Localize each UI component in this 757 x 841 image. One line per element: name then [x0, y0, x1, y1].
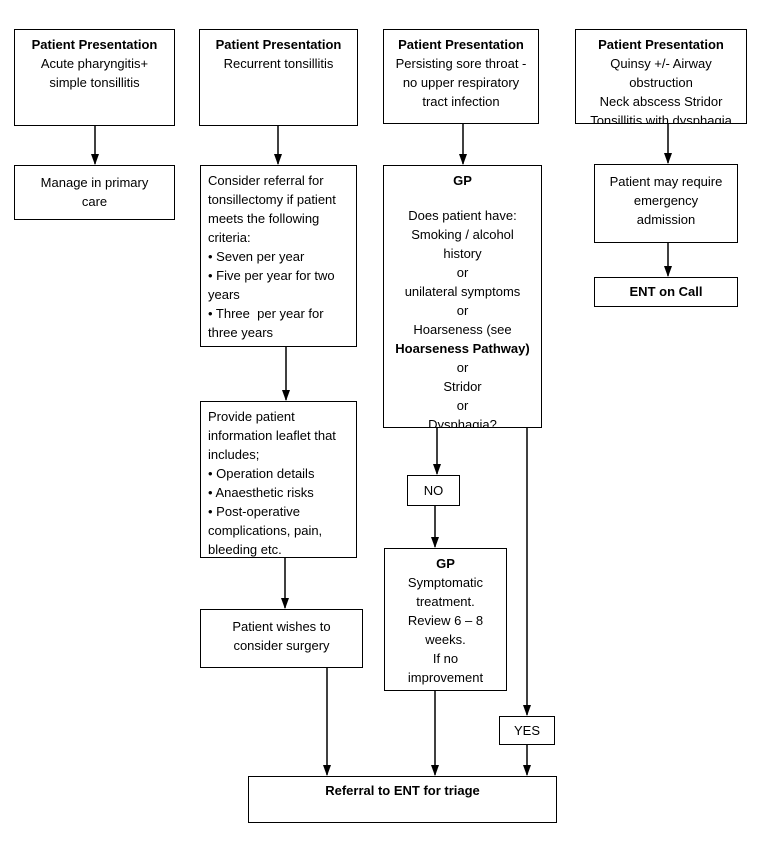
node-text-line: unilateral symptoms	[404, 284, 521, 299]
node-text-line: emergency	[633, 193, 699, 208]
node-text-line: Review 6 – 8	[407, 613, 484, 628]
node-text-line: Patient wishes to	[232, 619, 331, 634]
node-text-line: information leaflet that	[208, 428, 336, 443]
node-yes: YES	[499, 716, 555, 745]
node-text-line: consider surgery	[233, 638, 330, 653]
node-text-line: improvement	[407, 670, 484, 685]
node-text-line: meets the following	[208, 211, 320, 226]
node-text-line: history	[443, 246, 482, 261]
node-text-line: includes;	[208, 447, 260, 462]
node-text-line: • Operation details	[208, 466, 315, 481]
node-consider-referral-criteria: Consider referral for tonsillectomy if p…	[200, 165, 357, 347]
node-text-line: care	[81, 194, 108, 209]
node-text-line-hoarseness-pathway: Hoarseness Pathway)	[395, 341, 530, 356]
node-patient-wishes-surgery: Patient wishes to consider surgery	[200, 609, 363, 668]
referral-label: Referral to ENT for triage	[325, 783, 480, 798]
node-text-line: three years	[208, 325, 274, 340]
node-text-line: Quinsy +/- Airway	[610, 56, 712, 71]
node-text-line: Smoking / alcohol	[411, 227, 514, 242]
node-text-line: Hoarseness (see	[413, 322, 512, 337]
node-text-line: Stridor	[443, 379, 482, 394]
node-text-line: If no	[432, 651, 459, 666]
node-text-line: criteria:	[208, 230, 251, 245]
node-text-line: or	[456, 360, 469, 375]
node-text-line: • Three per year for	[208, 306, 324, 321]
node-text-line: Dysphagia?	[428, 417, 497, 428]
node-text-line: Tonsillitis with dysphagia	[590, 113, 732, 124]
node-text-line: Recurrent tonsillitis	[223, 56, 334, 71]
node-text-line: Neck abscess Stridor	[599, 94, 723, 109]
node-ent-on-call: ENT on Call	[594, 277, 738, 307]
node-text-line: admission	[636, 212, 696, 227]
node-text-line: Acute pharyngitis+	[40, 56, 149, 71]
node-text-line: • Seven per year	[208, 249, 305, 264]
node-heading: GP	[436, 556, 455, 571]
node-manage-primary-care: Manage in primary care	[14, 165, 175, 220]
node-heading: GP	[453, 173, 472, 188]
node-text-line: weeks.	[425, 632, 466, 647]
node-text-line: Does patient have:	[408, 208, 517, 223]
node-text-line: bleeding etc.	[208, 542, 282, 557]
node-heading: Patient Presentation	[31, 37, 158, 52]
node-presentation-pharyngitis: Patient Presentation Acute pharyngitis+ …	[14, 29, 175, 126]
node-text-line: tonsillectomy if patient	[208, 192, 336, 207]
node-text-line: complications, pain,	[208, 523, 323, 538]
node-patient-information-leaflet: Provide patient information leaflet that…	[200, 401, 357, 558]
node-text-line: years	[208, 287, 240, 302]
node-emergency-admission: Patient may require emergency admission	[594, 164, 738, 243]
node-referral-ent-triage: Referral to ENT for triage	[248, 776, 557, 823]
node-text-line: • Post-operative	[208, 504, 300, 519]
node-text-line: treatment.	[416, 594, 475, 609]
node-text-line: simple tonsillitis	[49, 75, 140, 90]
node-gp-symptomatic-treatment: GP Symptomatic treatment. Review 6 – 8 w…	[384, 548, 507, 691]
no-label: NO	[423, 483, 444, 498]
node-text-line: obstruction	[629, 75, 693, 90]
node-presentation-recurrent-tonsillitis: Patient Presentation Recurrent tonsillit…	[199, 29, 358, 126]
node-gp-decision: GP Does patient have: Smoking / alcohol …	[383, 165, 542, 428]
yes-label: YES	[513, 723, 540, 738]
node-no: NO	[407, 475, 460, 506]
node-presentation-sore-throat: Patient Presentation Persisting sore thr…	[383, 29, 539, 124]
ent-on-call-label: ENT on Call	[629, 284, 703, 299]
node-presentation-quinsy: Patient Presentation Quinsy +/- Airway o…	[575, 29, 747, 124]
node-text-line: Provide patient	[208, 409, 295, 424]
node-text-line: Patient may require	[609, 174, 723, 189]
node-heading: Patient Presentation	[398, 37, 524, 52]
node-heading: Patient Presentation	[598, 37, 724, 52]
node-text-line: no upper respiratory	[402, 75, 520, 90]
node-text-line: • Anaesthetic risks	[208, 485, 314, 500]
node-text-line: or	[456, 265, 469, 280]
node-heading: Patient Presentation	[215, 37, 342, 52]
node-text-line: Persisting sore throat -	[395, 56, 527, 71]
node-text-line: Manage in primary	[40, 175, 149, 190]
node-text-line: • Five per year for two	[208, 268, 335, 283]
node-text-line: Symptomatic	[407, 575, 484, 590]
spacer	[384, 190, 541, 206]
node-text-line: or	[456, 303, 469, 318]
node-text-line: Consider referral for	[208, 173, 324, 188]
node-text-line: or	[456, 398, 469, 413]
node-text-line: tract infection	[422, 94, 500, 109]
